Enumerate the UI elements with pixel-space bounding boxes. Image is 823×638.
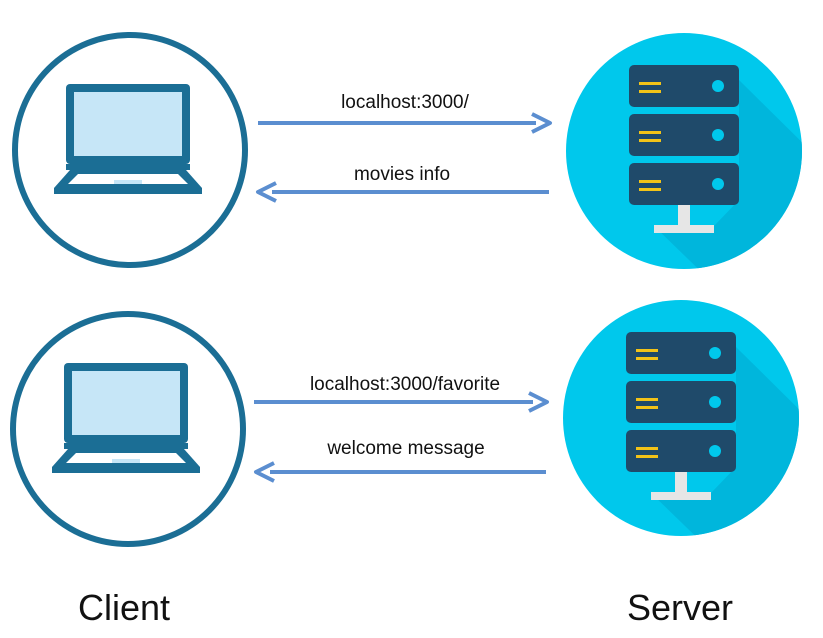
request-arrow-2 [254,391,549,413]
laptop-icon [54,84,202,194]
response-label-1: movies info [353,164,451,185]
response-label-2: welcome message [327,438,485,459]
laptop-icon [52,363,200,473]
client-node-1 [12,32,248,268]
client-node-2 [10,311,246,547]
request-arrow-1 [258,112,552,134]
request-label-2: localhost:3000/favorite [309,374,501,395]
request-label-1: localhost:3000/ [341,92,469,113]
server-node-2 [563,300,799,536]
response-arrow-1 [256,181,549,203]
server-node-1 [566,33,802,269]
client-label: Client [77,587,171,628]
response-arrow-2 [254,461,546,483]
server-label: Server [626,587,734,628]
